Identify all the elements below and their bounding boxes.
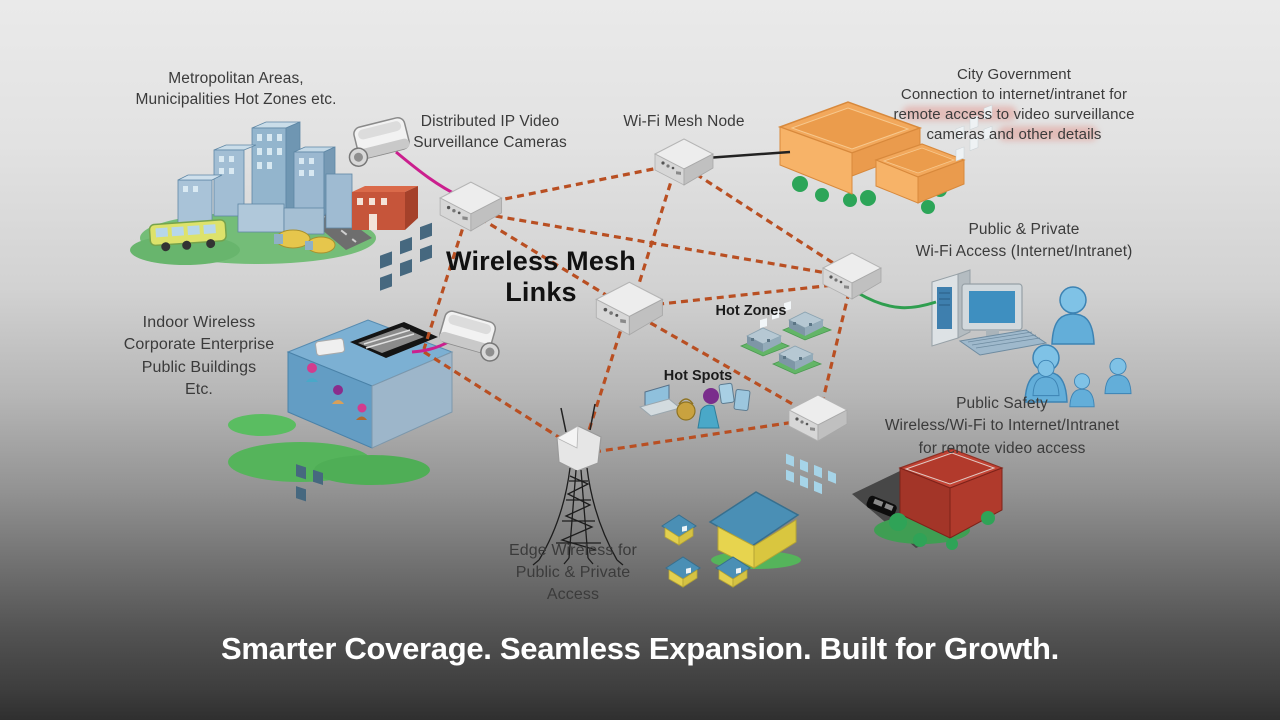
- mesh-links: [422, 161, 851, 454]
- surveillance-camera-icon: [341, 115, 413, 169]
- hot-zones-label: Hot Zones: [715, 303, 787, 319]
- mesh-node-e: [788, 394, 848, 442]
- city-government-label: City Government Connection to internet/i…: [893, 66, 1135, 143]
- mesh-node-label: Wi-Fi Mesh Node: [623, 113, 745, 130]
- trolley-illustration: [148, 219, 227, 252]
- camera-label: Distributed IP Video Surveillance Camera…: [413, 113, 567, 151]
- metropolitan-city-illustration: [130, 121, 418, 265]
- tanker-trucks-illustration: [274, 229, 336, 254]
- mesh-link: [818, 291, 851, 413]
- edge-tower-illustration: [532, 403, 624, 566]
- mesh-link: [641, 282, 844, 308]
- tagline: Smarter Coverage. Seamless Expansion. Bu…: [221, 631, 1059, 666]
- mesh-link: [469, 161, 684, 208]
- hot-spots-illustration: [638, 382, 751, 429]
- indoor-label: Indoor Wireless Corporate Enterprise Pub…: [123, 314, 275, 399]
- highlight-smudge: [998, 126, 1098, 141]
- mesh-link: [593, 418, 809, 454]
- mesh-node-c: [822, 252, 882, 300]
- public-safety-label: Public Safety Wireless/Wi-Fi to Internet…: [884, 395, 1120, 457]
- mesh-link: [423, 350, 577, 450]
- mesh-node-b: [654, 138, 714, 186]
- indoor-building-illustration: [228, 222, 454, 502]
- diagram-title: Wireless Mesh Links: [446, 246, 636, 308]
- wired-link: [705, 150, 791, 160]
- public-private-label: Public & Private Wi-Fi Access (Internet/…: [915, 221, 1133, 261]
- edge-wireless-label: Edge Wireless for Public & Private Acces…: [509, 542, 637, 604]
- houses-illustration: [661, 301, 801, 588]
- hot-spots-label: Hot Spots: [663, 368, 733, 384]
- wifi-access-illustration: [931, 269, 1132, 408]
- public-safety-illustration: [852, 104, 1004, 550]
- city-government-illustration: [777, 101, 966, 503]
- metropolitan-label: Metropolitan Areas, Municipalities Hot Z…: [135, 70, 337, 108]
- hot-zones-illustration: [740, 311, 832, 375]
- mesh-link: [695, 172, 851, 276]
- mesh-link: [422, 217, 468, 350]
- lan-cable: [857, 291, 937, 310]
- mesh-link: [639, 315, 811, 416]
- mesh-link: [471, 210, 851, 279]
